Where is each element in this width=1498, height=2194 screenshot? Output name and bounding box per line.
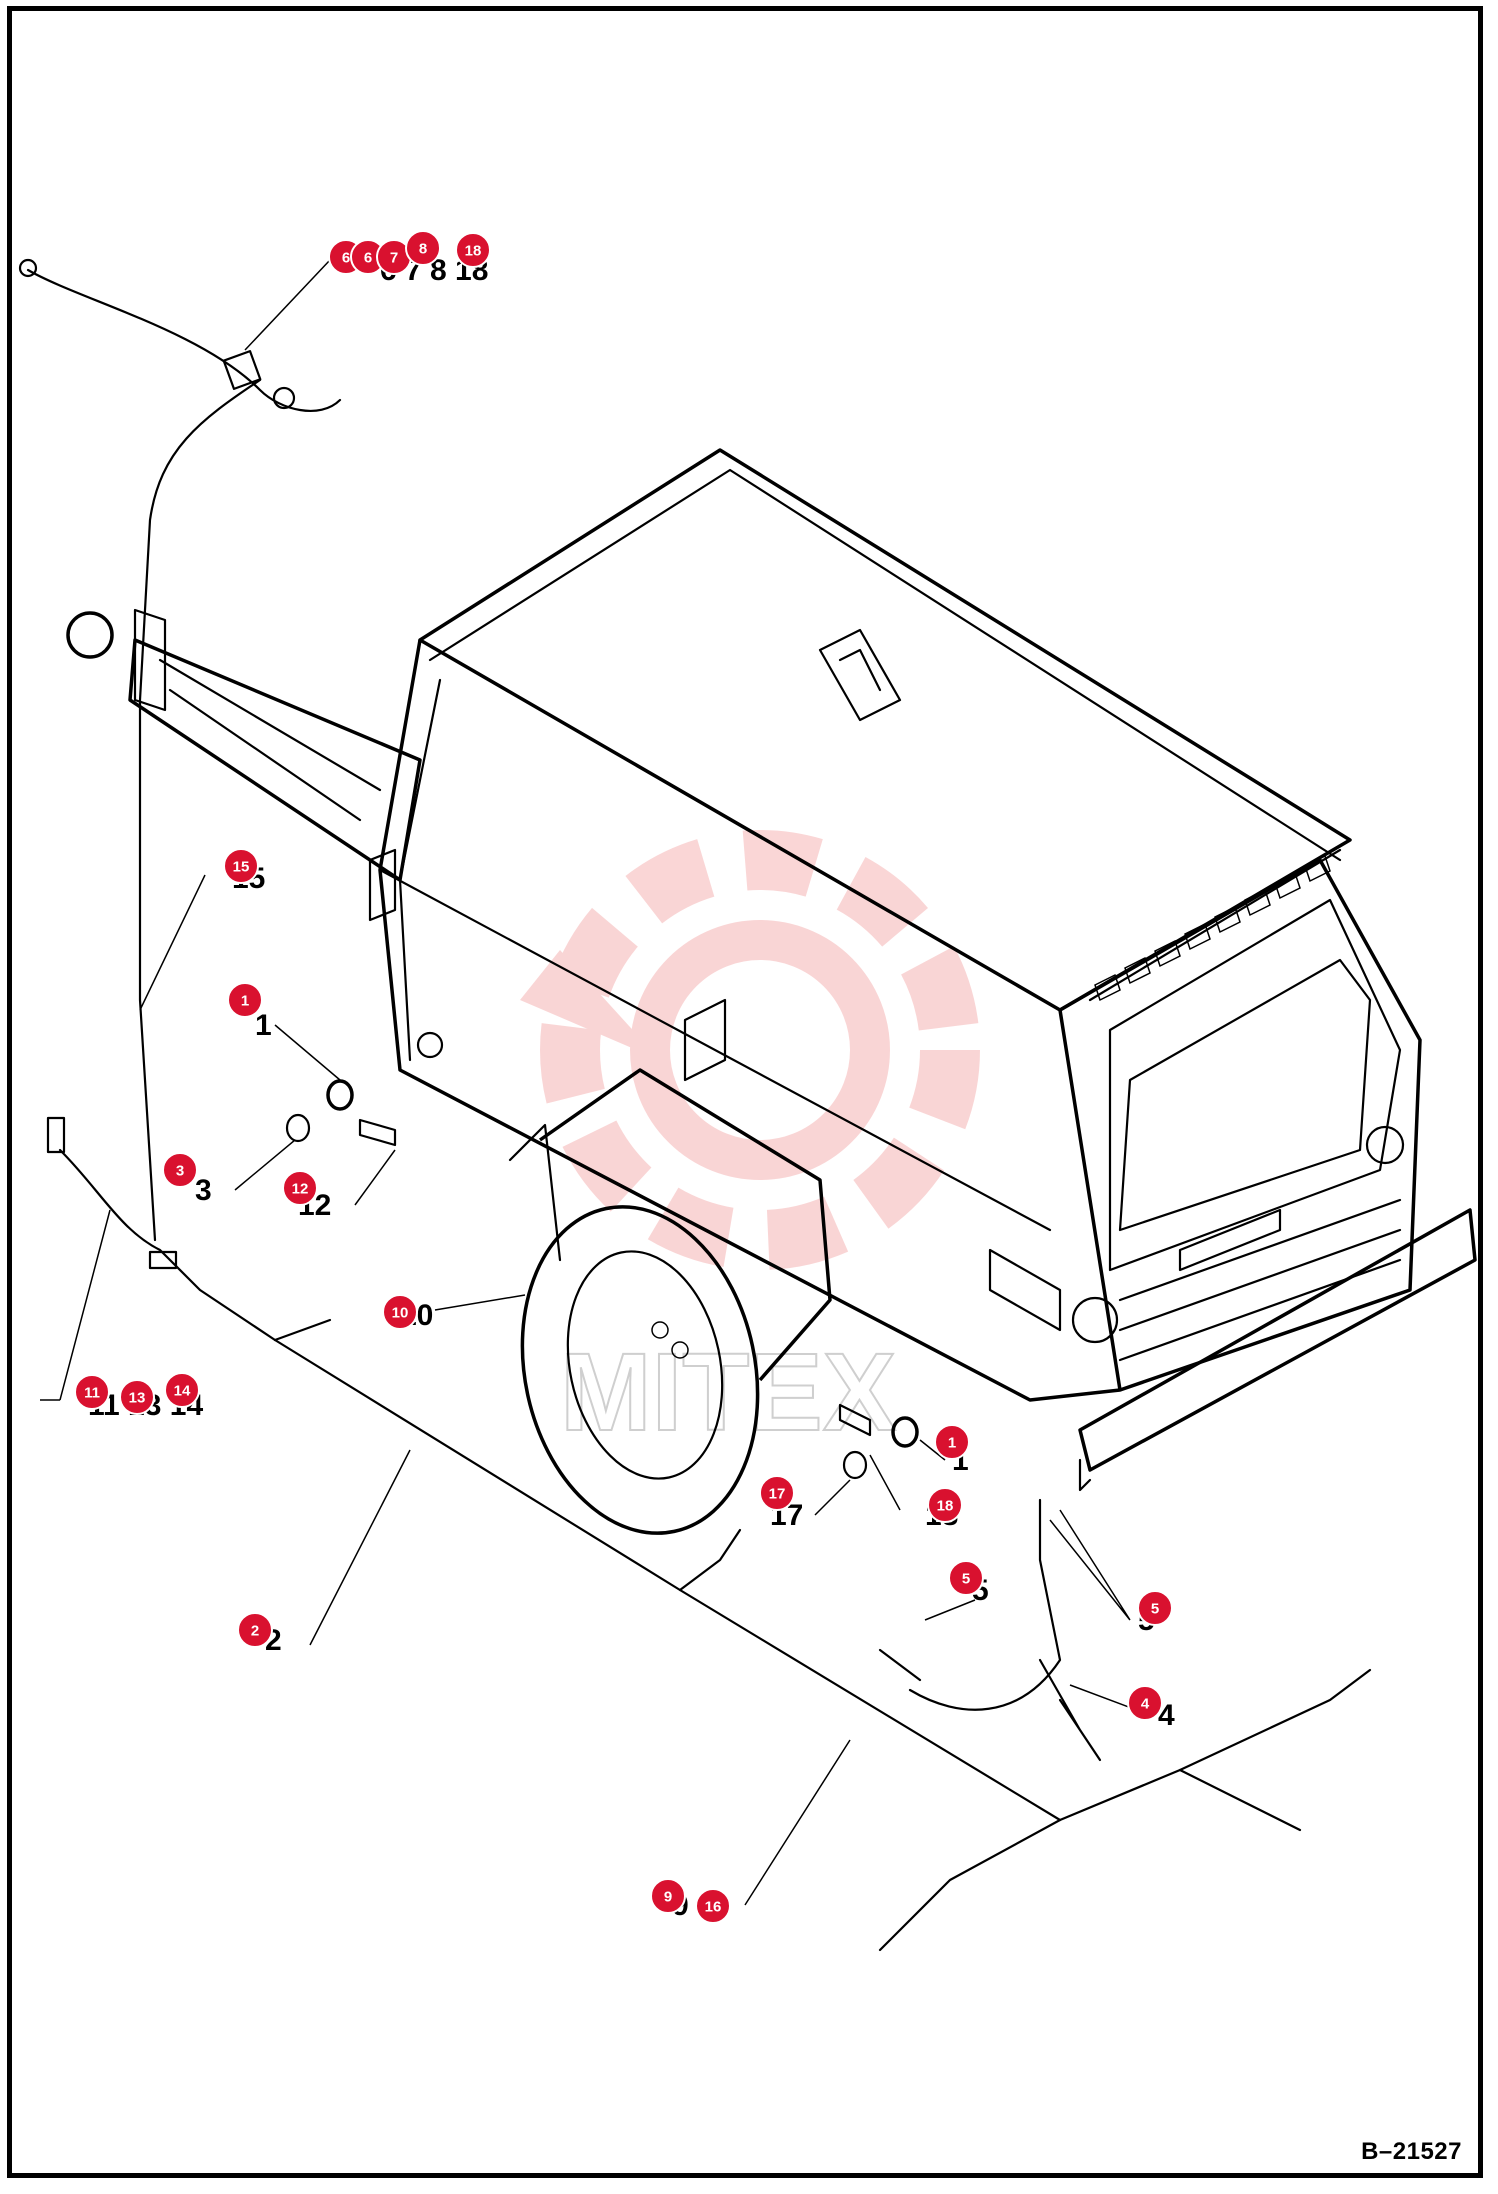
compressor-body bbox=[378, 448, 1422, 1402]
callout-label: 10 bbox=[392, 1305, 409, 1322]
callout-12[interactable]: 12 bbox=[282, 1170, 318, 1206]
callout-3[interactable]: 3 bbox=[162, 1152, 198, 1188]
callout-label: 5 bbox=[962, 1571, 970, 1588]
callout-marker bbox=[282, 1170, 318, 1206]
callout-marker bbox=[74, 1374, 110, 1410]
drawbar bbox=[66, 608, 422, 922]
callout-label: 9 bbox=[664, 1889, 672, 1906]
callout-5[interactable]: 5 bbox=[1137, 1590, 1173, 1626]
callout-marker bbox=[948, 1560, 984, 1596]
callout-marker bbox=[162, 1152, 198, 1188]
callout-label: 18 bbox=[937, 1498, 954, 1515]
callout-label: 1 bbox=[948, 1435, 956, 1452]
callout-4[interactable]: 4 bbox=[1127, 1685, 1163, 1721]
callout-label: 12 bbox=[292, 1181, 309, 1198]
callout-label: 2 bbox=[251, 1623, 259, 1640]
callout-label: 5 bbox=[1151, 1601, 1159, 1618]
callout-label: 7 bbox=[390, 250, 398, 267]
callout-10[interactable]: 10 bbox=[382, 1294, 418, 1330]
callout-2[interactable]: 2 bbox=[237, 1612, 273, 1648]
callout-label: 6 bbox=[342, 250, 350, 267]
callout-8[interactable]: 8 bbox=[405, 230, 441, 266]
watermark-text: MITEX bbox=[560, 1331, 896, 1454]
callout-marker bbox=[1127, 1685, 1163, 1721]
callout-marker bbox=[695, 1888, 731, 1924]
callout-18[interactable]: 18 bbox=[927, 1487, 963, 1523]
callout-label: 17 bbox=[769, 1486, 786, 1503]
svg-text:1: 1 bbox=[255, 1009, 272, 1042]
svg-text:3: 3 bbox=[195, 1174, 212, 1207]
callout-marker bbox=[934, 1424, 970, 1460]
callout-18[interactable]: 18 bbox=[455, 232, 491, 268]
callout-5[interactable]: 5 bbox=[948, 1560, 984, 1596]
callout-marker bbox=[1137, 1590, 1173, 1626]
callout-marker bbox=[650, 1878, 686, 1914]
callout-14[interactable]: 14 bbox=[164, 1372, 200, 1408]
callout-6[interactable]: 6 bbox=[350, 239, 386, 275]
callout-11[interactable]: 11 bbox=[74, 1374, 110, 1410]
callout-marker bbox=[119, 1379, 155, 1415]
callout-marker bbox=[927, 1487, 963, 1523]
callout-1[interactable]: 1 bbox=[934, 1424, 970, 1460]
callout-label: 1 bbox=[241, 993, 249, 1010]
small-parts bbox=[285, 1079, 919, 1480]
callout-label: 8 bbox=[419, 241, 427, 258]
callout-9[interactable]: 9 bbox=[650, 1878, 686, 1914]
callout-label: 11 bbox=[84, 1385, 100, 1402]
callout-marker bbox=[382, 1294, 418, 1330]
callout-marker bbox=[759, 1475, 795, 1511]
callout-17[interactable]: 17 bbox=[759, 1475, 795, 1511]
wheel-assembly bbox=[508, 1068, 832, 1535]
callout-marker bbox=[164, 1372, 200, 1408]
callout-marker bbox=[227, 982, 263, 1018]
callout-label: 3 bbox=[176, 1163, 184, 1180]
callout-16[interactable]: 16 bbox=[695, 1888, 731, 1924]
callout-marker bbox=[455, 232, 491, 268]
callout-marker bbox=[405, 230, 441, 266]
callout-label: 18 bbox=[465, 243, 482, 260]
callout-label: 16 bbox=[705, 1899, 722, 1916]
callout-label: 4 bbox=[1141, 1696, 1150, 1713]
callout-13[interactable]: 13 bbox=[119, 1379, 155, 1415]
wiring-harness bbox=[18, 258, 1372, 1952]
document-id: B–21527 bbox=[1361, 2138, 1462, 2165]
callout-1[interactable]: 1 bbox=[227, 982, 263, 1018]
drawing-frame bbox=[7, 6, 1483, 2178]
callout-marker bbox=[237, 1612, 273, 1648]
callout-label: 6 bbox=[364, 250, 372, 267]
callout-label: 14 bbox=[174, 1383, 191, 1400]
rear-bumper bbox=[1078, 1208, 1477, 1492]
watermark-logo bbox=[520, 830, 980, 1270]
callout-label: 15 bbox=[233, 859, 250, 876]
callout-marker bbox=[223, 848, 259, 884]
callout-15[interactable]: 15 bbox=[223, 848, 259, 884]
callout-label: 13 bbox=[129, 1390, 146, 1407]
